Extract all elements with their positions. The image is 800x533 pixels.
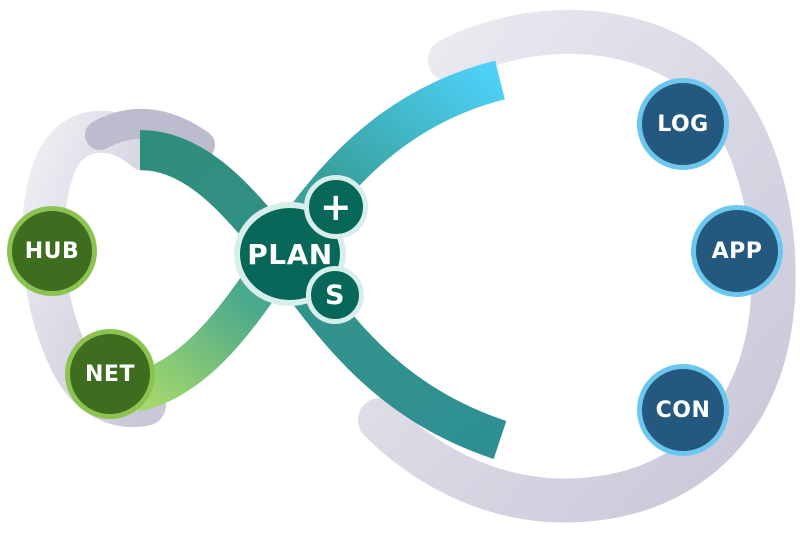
ribbon-back-upper-left [85, 108, 215, 160]
hub-node[interactable]: HUB [7, 206, 97, 296]
plus-badge-label: + [319, 185, 353, 229]
s-badge[interactable]: S [306, 266, 364, 324]
s-badge-label: S [325, 279, 345, 311]
plan-node[interactable]: PLAN [234, 202, 346, 306]
net-node[interactable]: NET [65, 329, 155, 419]
net-node-label: NET [85, 361, 135, 387]
log-node[interactable]: LOG [637, 78, 729, 170]
plan-node-label: PLAN [247, 237, 333, 271]
con-node[interactable]: CON [637, 364, 729, 456]
con-node-label: CON [655, 397, 711, 423]
plus-badge[interactable]: + [304, 175, 368, 239]
app-node-label: APP [711, 238, 763, 264]
hub-node-label: HUB [24, 238, 80, 264]
log-node-label: LOG [657, 111, 709, 137]
app-node[interactable]: APP [691, 205, 783, 297]
ribbon-back-right-loop [358, 9, 796, 523]
